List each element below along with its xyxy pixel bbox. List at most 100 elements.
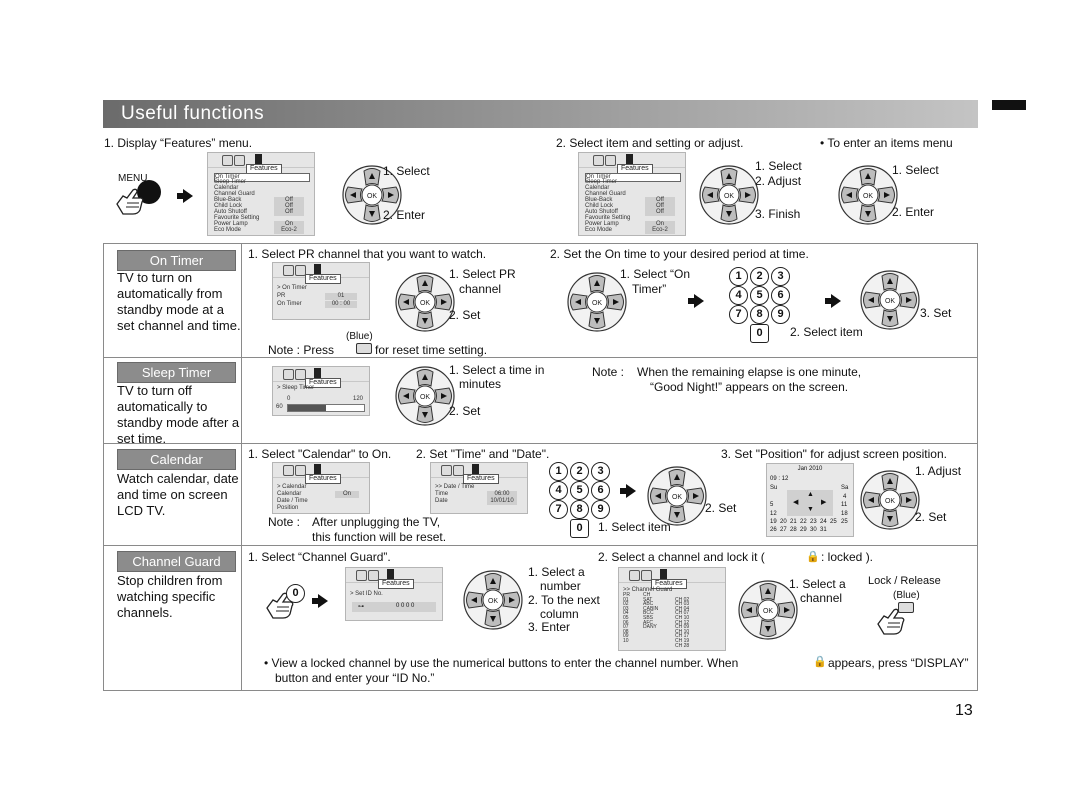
label-minutes: minutes (459, 377, 502, 391)
arrow-right-icon: ▶ (821, 499, 827, 506)
channel-guard-cell: DANY (643, 624, 657, 631)
key-6-button[interactable]: 6 (591, 481, 610, 500)
label-timer: Timer” (632, 282, 667, 296)
menu-title: > Calendar (277, 484, 307, 490)
menu-item: Blue-Back (585, 197, 613, 203)
key-2-button[interactable]: 2 (750, 267, 769, 286)
channel-guard-cell: CABIN (643, 605, 659, 612)
step-set-on-time: 2. Set the On time to your desired perio… (550, 247, 809, 261)
key-9-button[interactable]: 9 (591, 500, 610, 519)
key-icon: ⊶ (358, 604, 364, 610)
step-display-features: 1. Display “Features” menu. (104, 136, 253, 150)
label-lock-release: Lock / Release (868, 575, 941, 587)
remote-dpad[interactable] (860, 470, 920, 530)
menu-item: Power Lamp (214, 221, 248, 227)
menu-item: Channel Guard (214, 191, 255, 197)
calendar-day: Su (770, 485, 778, 491)
key-3-button[interactable]: 3 (591, 462, 610, 481)
channel-guard-cell: CH 28 (675, 642, 690, 649)
remote-dpad[interactable] (860, 270, 920, 330)
label-select-on: 1. Select “On (620, 267, 691, 281)
label-select-pr: 1. Select PR (449, 267, 516, 281)
label-set: 2. Set (705, 501, 737, 515)
label-set: 2. Set (449, 404, 481, 418)
key-1-button[interactable]: 1 (549, 462, 568, 481)
menu-tab: Features (651, 579, 687, 589)
menu-value: 06:00 (487, 491, 517, 498)
menu-item: Channel Guard (585, 191, 626, 197)
key-1-button[interactable]: 1 (729, 267, 748, 286)
step-select-pr: 1. Select PR channel that you want to wa… (248, 247, 487, 261)
menu-value: 00 : 00 (325, 301, 357, 308)
remote-dpad[interactable] (647, 466, 707, 526)
menu-row: Date (435, 498, 448, 504)
key-6-button[interactable]: 6 (771, 286, 790, 305)
channel-guard-cell: CH 17 (675, 633, 690, 640)
channel-guard-cell: 08 (623, 628, 629, 635)
key-7-button[interactable]: 7 (729, 305, 748, 324)
remote-dpad[interactable] (567, 272, 627, 332)
key-8-button[interactable]: 8 (570, 500, 589, 519)
menu-item: Blue-Back (214, 197, 242, 203)
channel-guard-cell: 09 (623, 633, 629, 640)
menu-row: Date / Time (277, 498, 308, 504)
key-0-button[interactable]: 0 (750, 324, 769, 343)
calendar-date: 11 (841, 502, 848, 508)
arrow-left-icon: ◀ (793, 499, 799, 506)
label-set: 3. Set (920, 306, 952, 320)
blue-button[interactable] (356, 343, 372, 354)
remote-dpad[interactable] (395, 272, 455, 332)
position-pad: ▲ ▼ ◀ ▶ (787, 490, 833, 516)
key-0-button[interactable]: 0 (570, 519, 589, 538)
date-time-menu-screen: Features >> Date / Time Time 06:00 Date … (430, 462, 528, 514)
note-label: Note : (268, 515, 301, 529)
label-select-item: 2. Select item (790, 325, 863, 339)
calendar-date: 18 (841, 511, 848, 517)
divider (103, 545, 978, 546)
on-timer-menu-screen: Features > On Timer PR 01 On Timer 00 : … (272, 262, 370, 320)
menu-value: Off (274, 209, 304, 216)
label-select-number: 1. Select a (528, 565, 585, 579)
remote-dpad-2[interactable] (699, 165, 759, 225)
step-select-lock: 2. Select a channel and lock it ( (598, 550, 765, 564)
label-number: number (540, 579, 581, 593)
key-7-button[interactable]: 7 (549, 500, 568, 519)
blue-label: (Blue) (893, 590, 920, 601)
key-3-button[interactable]: 3 (771, 267, 790, 286)
menu-item: Favourite Setting (214, 215, 260, 221)
menu-value: Eco-2 (645, 227, 675, 234)
channel-guard-cell: 01 (623, 596, 629, 603)
key-9-button[interactable]: 9 (771, 305, 790, 324)
channel-guard-cell: CH 03 (675, 601, 690, 608)
divider (241, 243, 242, 691)
locked-legend: : locked ). (821, 550, 874, 564)
key-8-button[interactable]: 8 (750, 305, 769, 324)
section-desc-calendar: Watch calendar, date and time on screen … (117, 471, 239, 518)
key-4-button[interactable]: 4 (549, 481, 568, 500)
label-adjust: 1. Adjust (915, 464, 962, 478)
menu-title: >> Channel Guard (623, 587, 673, 593)
key-0-button[interactable]: 0 (286, 584, 305, 603)
remote-dpad[interactable] (395, 366, 455, 426)
menu-tab: Features (463, 474, 499, 484)
blue-button[interactable] (898, 602, 914, 613)
key-4-button[interactable]: 4 (729, 286, 748, 305)
id-value: 0 0 0 0 (396, 603, 415, 609)
calendar-date: 25 (841, 519, 848, 525)
key-5-button[interactable]: 5 (570, 481, 589, 500)
key-5-button[interactable]: 5 (750, 286, 769, 305)
remote-dpad[interactable] (463, 570, 523, 630)
menu-value: Off (645, 209, 675, 216)
sleep-timer-menu-screen: Features > Sleep Timer 0 120 60 (272, 366, 370, 416)
remote-dpad-3[interactable] (838, 165, 898, 225)
step-select-channel-guard: 1. Select “Channel Guard”. (248, 550, 391, 564)
step-calendar-on: 1. Select "Calendar" to On. (248, 447, 392, 461)
key-2-button[interactable]: 2 (570, 462, 589, 481)
step-set-time-date: 2. Set "Time" and "Date". (416, 447, 550, 461)
page-tab-marker (992, 100, 1026, 110)
set-id-menu-screen: Features > Set ID No. ⊶ 0 0 0 0 (345, 567, 443, 621)
timer-value: 60 (276, 404, 283, 410)
menu-item: Eco Mode (214, 227, 242, 233)
